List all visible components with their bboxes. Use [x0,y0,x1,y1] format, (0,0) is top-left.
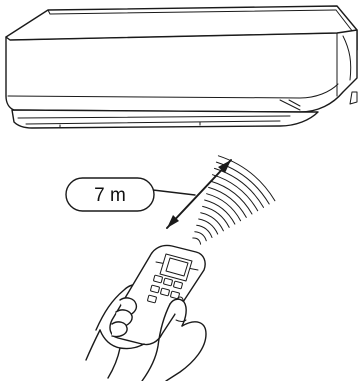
distance-label: 7 m [66,178,154,211]
remote-control [86,245,206,381]
signal-wave-arc [213,175,258,211]
signal-wave-arc [205,200,235,224]
signal-wave-arc [197,225,212,237]
signal-wave-arc [193,238,201,244]
signal-waves-icon [193,156,275,244]
distance-text: 7 m [94,185,126,206]
signal-wave-arc [203,206,230,227]
indoor-unit [6,6,357,128]
signal-wave-arc [195,232,207,241]
